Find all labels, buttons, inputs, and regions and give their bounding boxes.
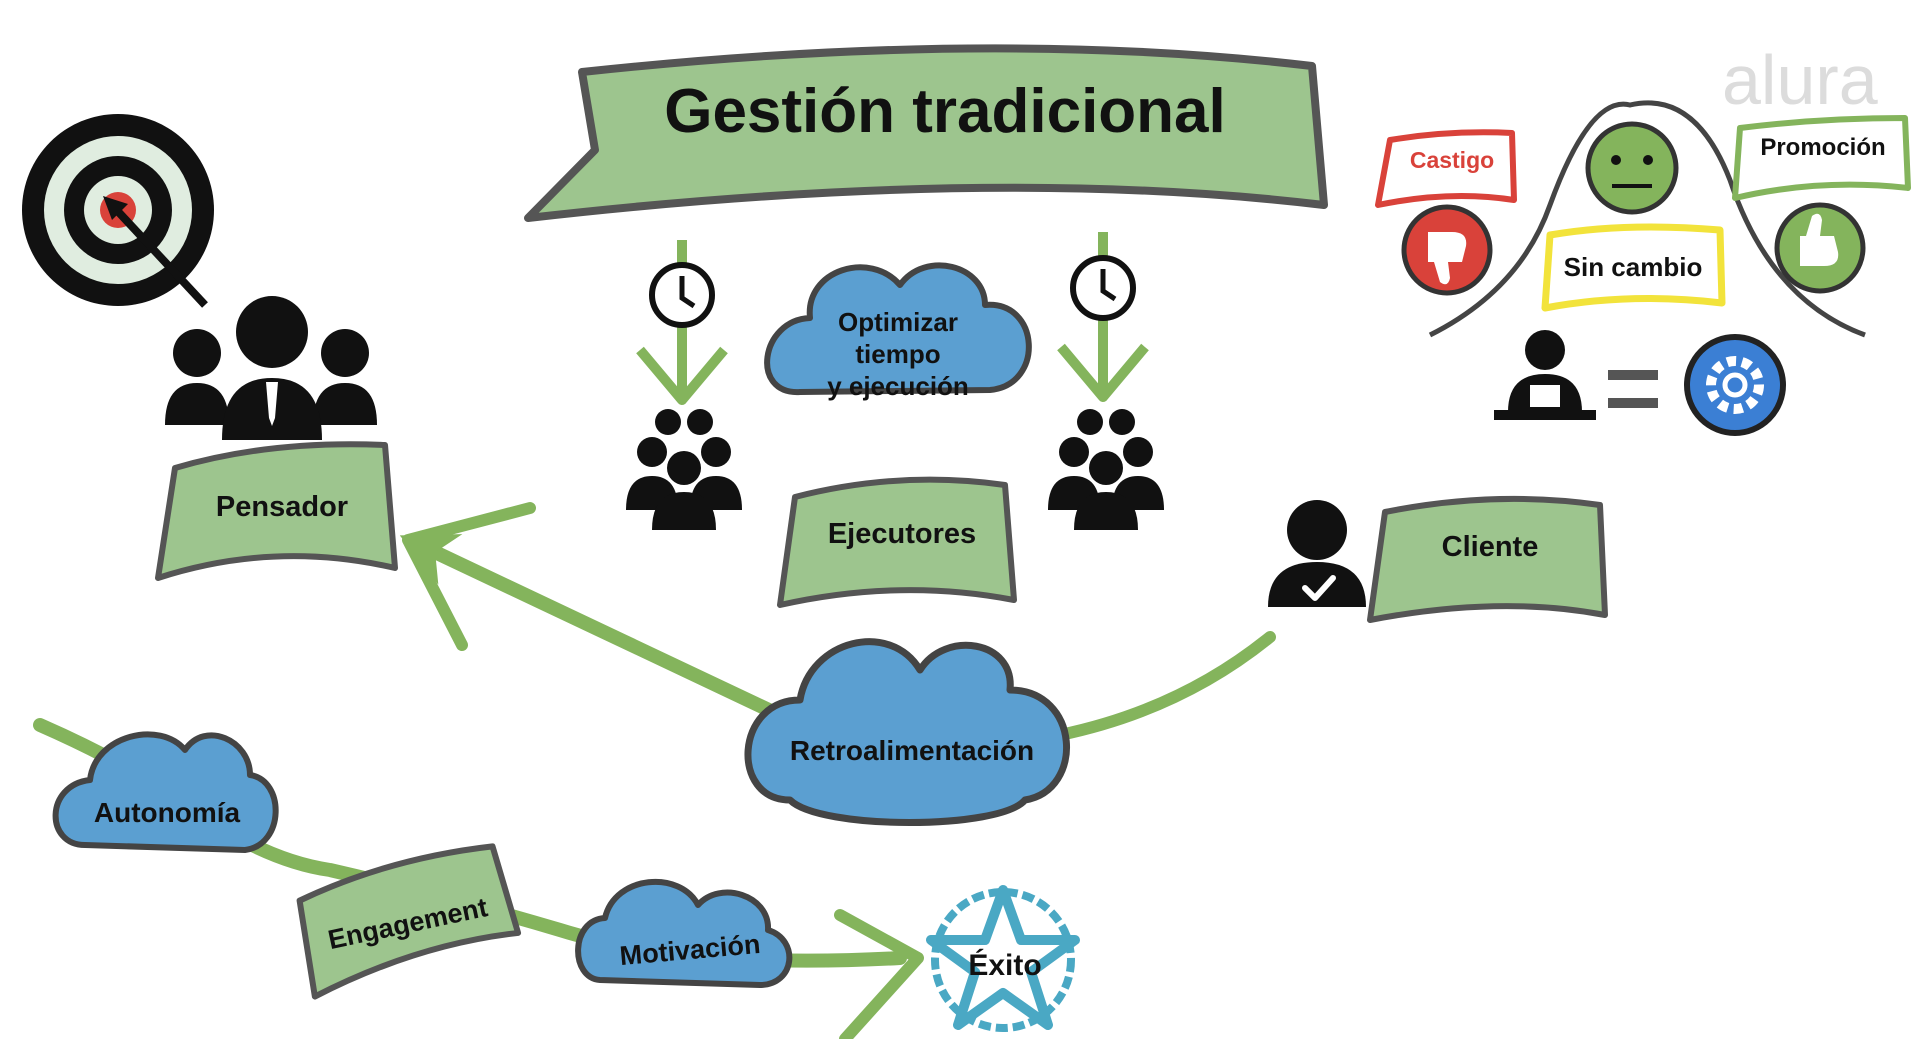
evaluation-curve: [1428, 100, 1866, 338]
autonomia-cloud: Autonomía: [52, 731, 279, 853]
cliente-label: Cliente: [1442, 531, 1539, 563]
optimizar-cloud: Optimizar tiempo y ejecución: [764, 262, 1032, 401]
thumbs-down-icon: [1401, 204, 1493, 296]
pensador-banner: Pensador: [155, 441, 398, 581]
target-icon: [22, 114, 214, 308]
optimizar-line1: Optimizar: [838, 307, 958, 337]
feedback-arrows: [399, 502, 1276, 741]
promocion-label: Promoción: [1760, 134, 1885, 161]
autonomia-label: Autonomía: [94, 797, 241, 828]
alura-logo: alura: [1722, 41, 1878, 119]
executors-crowd-icon-right: [1048, 409, 1164, 530]
cliente-banner: Cliente: [1367, 495, 1608, 623]
engagement-banner: Engagement: [296, 843, 522, 1000]
executors-crowd-icon-left: [626, 409, 742, 530]
motivacion-cloud: Motivación: [575, 878, 793, 988]
castigo-banner: Castigo: [1375, 129, 1517, 208]
sin-cambio-banner: Sin cambio: [1541, 223, 1726, 312]
thumbs-up-icon: [1774, 202, 1866, 294]
gear-icon: [1684, 334, 1786, 436]
equals-icon: [1608, 370, 1658, 408]
client-icon: [1268, 500, 1366, 607]
castigo-label: Castigo: [1410, 147, 1494, 173]
clock-icon-right: [1057, 232, 1149, 402]
retroalimentacion-label: Retroalimentación: [790, 735, 1034, 766]
ejecutores-banner: Ejecutores: [777, 476, 1017, 608]
page-title: Gestión tradicional: [664, 77, 1226, 146]
neutral-face-icon: [1585, 121, 1679, 215]
optimizar-line3: y ejecución: [827, 371, 969, 401]
exito-label: Éxito: [968, 948, 1041, 982]
ejecutores-label: Ejecutores: [828, 518, 976, 550]
clock-icon-left: [636, 240, 728, 405]
sin-cambio-label: Sin cambio: [1564, 252, 1703, 282]
pensador-label: Pensador: [216, 491, 348, 523]
promocion-banner: Promoción: [1732, 115, 1911, 201]
title-banner: Gestión tradicional: [524, 44, 1328, 222]
success-star-icon: Éxito: [926, 885, 1080, 1032]
retroalimentacion-cloud: Retroalimentación: [744, 638, 1070, 826]
optimizar-line2: tiempo: [855, 339, 940, 369]
employee-at-desk-icon: [1494, 330, 1596, 420]
thinkers-group-icon: [165, 296, 377, 440]
